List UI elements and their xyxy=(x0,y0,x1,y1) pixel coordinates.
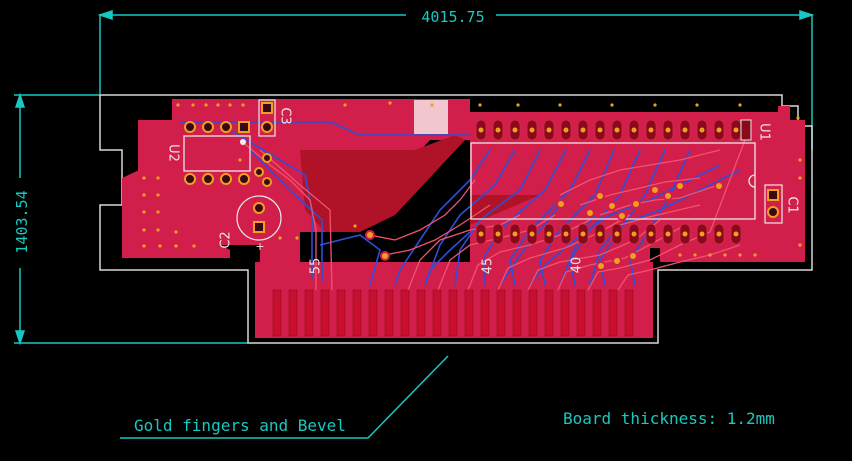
c1-label: C1 xyxy=(785,196,800,213)
c3-label: C3 xyxy=(278,107,293,124)
c2-footprint xyxy=(236,195,282,241)
height-dimension xyxy=(14,92,248,346)
width-dimension-label: 4015.75 xyxy=(421,8,484,26)
u1-footprint xyxy=(470,119,756,245)
c3-footprint xyxy=(258,99,276,137)
c1-footprint xyxy=(764,184,783,224)
stitching-vias xyxy=(142,101,802,257)
pin-label-45: 45 xyxy=(481,258,496,275)
pin-label-40: 40 xyxy=(570,257,585,274)
u2-label: U2 xyxy=(166,144,181,162)
c2-polarity-mark: + xyxy=(255,240,264,253)
width-dimension xyxy=(97,9,815,150)
height-dimension-label: 1403.54 xyxy=(13,190,31,253)
gold-fingers-leader xyxy=(120,355,449,439)
pin-label-55: 55 xyxy=(309,258,324,275)
gold-fingers xyxy=(272,289,634,337)
u2-footprint xyxy=(183,121,251,185)
vias xyxy=(365,181,724,271)
board-thickness-note: Board thickness: 1.2mm xyxy=(563,409,775,428)
c2-label: C2 xyxy=(219,231,234,248)
u1-label: U1 xyxy=(757,123,772,141)
vias-large xyxy=(254,153,272,187)
gold-fingers-note: Gold fingers and Bevel xyxy=(134,416,346,435)
